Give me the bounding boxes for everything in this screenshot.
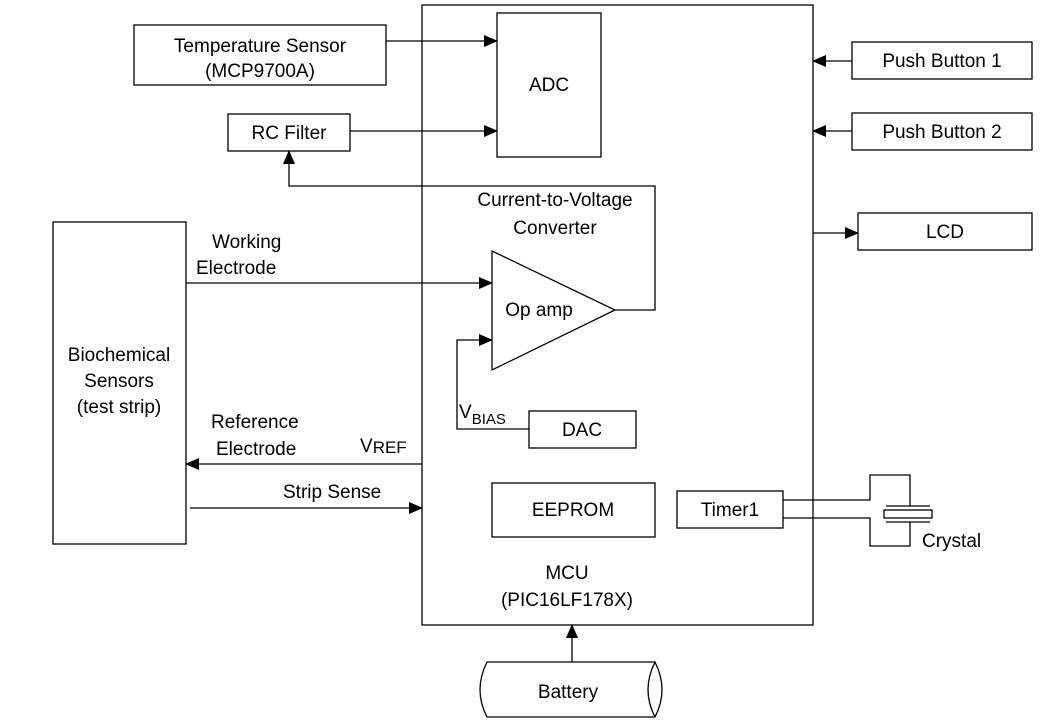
biochemical-sensors-block: Biochemical Sensors (test strip) xyxy=(52,221,187,545)
timer1-label: Timer1 xyxy=(701,500,759,521)
vbias-label: VBIAS xyxy=(459,402,506,428)
temperature-sensor-label: Temperature Sensor xyxy=(174,36,347,57)
vref-main: V xyxy=(360,436,373,457)
reference-electrode-label-1: Reference xyxy=(211,412,299,433)
crystal-symbol: Crystal xyxy=(783,474,981,552)
itov-label-2: Converter xyxy=(513,218,597,239)
itov-label-1: Current-to-Voltage xyxy=(477,190,632,211)
vref-sub: REF xyxy=(373,438,407,457)
strip-sense-label: Strip Sense xyxy=(283,482,381,503)
adc-block: ADC xyxy=(496,12,602,158)
temperature-sensor-block: Temperature Sensor (MCP9700A) xyxy=(133,24,387,86)
eeprom-label: EEPROM xyxy=(532,500,614,521)
push-button-1-block: Push Button 1 xyxy=(851,41,1033,80)
push-button-2-block: Push Button 2 xyxy=(851,112,1033,151)
mcu-part-label: (PIC16LF178X) xyxy=(501,590,633,611)
rc-filter-block: RC Filter xyxy=(227,113,351,152)
battery-symbol: Battery xyxy=(479,661,663,718)
vbias-sub: BIAS xyxy=(472,411,506,428)
lcd-label: LCD xyxy=(926,222,964,243)
dac-block: DAC xyxy=(528,410,637,449)
temperature-sensor-part: (MCP9700A) xyxy=(205,61,315,82)
working-electrode-label-2: Electrode xyxy=(196,258,276,279)
biochemical-sensors-label-1: Biochemical xyxy=(68,345,170,366)
push-button-1-label: Push Button 1 xyxy=(882,51,1001,72)
battery-label: Battery xyxy=(538,682,599,703)
timer1-block: Timer1 xyxy=(676,490,784,529)
working-electrode-label-1: Working xyxy=(212,232,281,253)
lcd-block: LCD xyxy=(857,212,1033,251)
op-amp-symbol: Op amp xyxy=(491,249,617,372)
biochemical-sensors-label-2: Sensors xyxy=(84,371,154,392)
vbias-main: V xyxy=(459,402,472,423)
connection-wires xyxy=(185,35,859,662)
adc-label: ADC xyxy=(529,75,569,96)
mcu-label: MCU xyxy=(545,563,588,584)
biochemical-sensors-label-3: (test strip) xyxy=(77,397,161,418)
vref-label: VREF xyxy=(360,436,407,457)
push-button-2-label: Push Button 2 xyxy=(882,122,1001,143)
reference-electrode-label-2: Electrode xyxy=(216,439,296,460)
crystal-label: Crystal xyxy=(922,531,981,552)
eeprom-block: EEPROM xyxy=(491,482,656,538)
dac-label: DAC xyxy=(562,420,602,441)
rc-filter-label: RC Filter xyxy=(252,123,328,144)
op-amp-label: Op amp xyxy=(505,300,573,321)
